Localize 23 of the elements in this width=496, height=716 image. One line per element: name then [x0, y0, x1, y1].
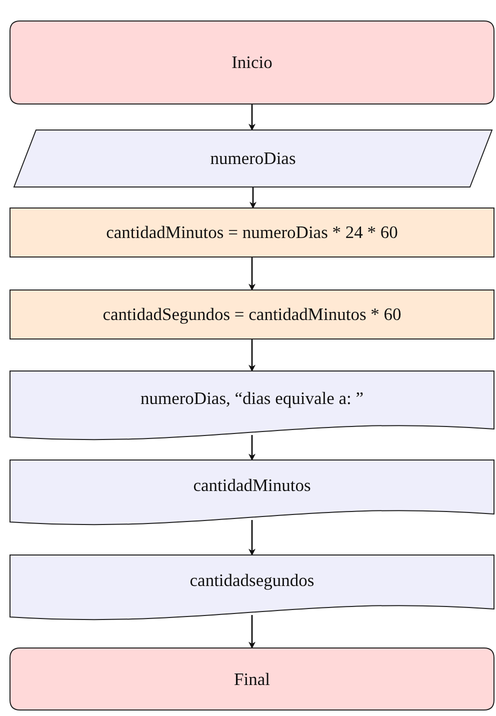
- node-label: cantidadsegundos: [190, 570, 314, 590]
- arrow: [248, 520, 256, 556]
- output-document-shape: [10, 460, 494, 526]
- terminal-shape: [10, 21, 494, 104]
- process-box: [10, 208, 494, 257]
- terminal-shape: [10, 648, 494, 710]
- node-label: Final: [234, 668, 270, 690]
- node-label: numeroDias: [210, 148, 296, 169]
- arrow: [248, 104, 256, 131]
- input-parallelogram: [14, 130, 492, 187]
- output-document-shape: [10, 371, 494, 441]
- node-label: cantidadSegundos = cantidadMinutos * 60: [102, 304, 402, 325]
- arrow: [248, 257, 256, 291]
- arrow: [250, 187, 256, 209]
- node-label: cantidadMinutos: [193, 474, 311, 496]
- node-label: numeroDias, “dias equivale a: ”: [140, 388, 364, 408]
- output-document-shape: [10, 555, 494, 621]
- node-label: Inicio: [232, 52, 272, 73]
- node-label: cantidadMinutos = numeroDias * 24 * 60: [106, 222, 398, 243]
- arrow: [248, 615, 256, 649]
- arrow: [248, 435, 256, 461]
- process-box: [10, 290, 494, 339]
- arrow: [248, 339, 256, 372]
